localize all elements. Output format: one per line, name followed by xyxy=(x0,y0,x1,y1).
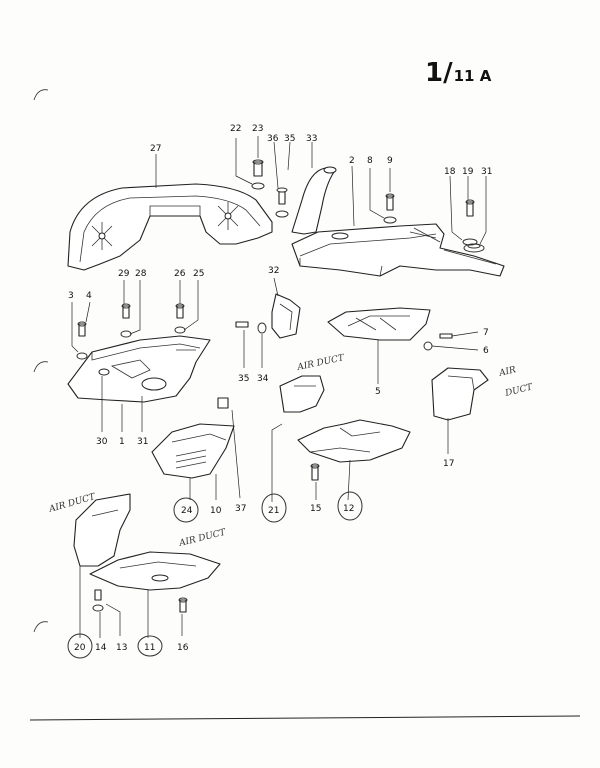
part-5-cylinder-cover xyxy=(327,307,453,351)
callout-11: 11 xyxy=(144,643,155,653)
bottom-rule xyxy=(29,715,581,721)
note-air-duct-right-2: DUCT xyxy=(503,382,534,399)
callout-1: 1 xyxy=(119,437,125,447)
callout-29: 29 xyxy=(118,269,130,279)
part-12-deflector xyxy=(297,419,411,463)
page-number-suffix: 11 A xyxy=(453,67,492,85)
part-1-cover-plate xyxy=(67,335,211,403)
callout-17: 17 xyxy=(443,459,454,469)
callout-5: 5 xyxy=(375,387,381,397)
callout-13: 13 xyxy=(116,643,127,653)
part-34-35-screw xyxy=(235,321,267,334)
page-number: 1/11 A xyxy=(425,58,491,88)
part-11-lower-plate xyxy=(89,551,221,591)
callout-21: 21 xyxy=(268,506,279,516)
callout-36: 36 xyxy=(267,134,279,144)
callout-27: 27 xyxy=(150,144,161,154)
callout-16: 16 xyxy=(177,643,189,653)
callout-25: 25 xyxy=(193,269,204,279)
callout-12: 12 xyxy=(343,504,354,514)
callout-31-top: 31 xyxy=(481,167,492,177)
fasteners-top xyxy=(251,159,485,253)
punch-hole-middle xyxy=(33,361,49,373)
punch-hole-top xyxy=(33,89,49,101)
callout-10: 10 xyxy=(210,506,222,516)
part-17-air-duct xyxy=(431,367,489,421)
part-33-elbow-duct xyxy=(291,166,337,235)
callout-23: 23 xyxy=(252,124,263,134)
callout-8: 8 xyxy=(367,156,373,166)
part-10-24-heater-box xyxy=(151,397,235,479)
callout-35-mid: 35 xyxy=(238,374,249,384)
callout-3: 3 xyxy=(68,291,74,301)
callout-7: 7 xyxy=(483,328,489,338)
callout-numbers: 27 22 23 36 35 33 2 8 9 18 19 31 3 4 29 … xyxy=(68,124,492,653)
callout-28: 28 xyxy=(135,269,147,279)
callout-14: 14 xyxy=(95,643,107,653)
part-2-cover-plate xyxy=(291,223,505,277)
callout-6: 6 xyxy=(483,346,489,356)
note-air-duct-center: AIR DUCT xyxy=(296,353,346,373)
part-15-screw xyxy=(310,463,320,481)
callout-34: 34 xyxy=(257,374,269,384)
fasteners-bottom xyxy=(92,589,188,613)
part-32-bracket xyxy=(271,293,301,339)
callout-26: 26 xyxy=(174,269,186,279)
callout-35: 35 xyxy=(284,134,295,144)
fasteners-left-middle xyxy=(76,303,186,360)
callout-circles xyxy=(67,491,363,659)
callout-30: 30 xyxy=(96,437,108,447)
callout-33: 33 xyxy=(306,134,317,144)
callout-2: 2 xyxy=(349,156,355,166)
leader-lines xyxy=(71,136,487,638)
callout-31-left: 31 xyxy=(137,437,148,447)
note-air-duct-center-low: AIR DUCT xyxy=(177,528,227,550)
note-air-duct-right-1: AIR xyxy=(497,365,517,379)
part-27-shroud xyxy=(67,183,273,271)
callout-9: 9 xyxy=(387,156,393,166)
part-20-air-duct xyxy=(73,493,131,567)
punch-hole-bottom xyxy=(33,621,49,633)
callout-24: 24 xyxy=(181,506,193,516)
callout-20: 20 xyxy=(74,643,86,653)
callout-15: 15 xyxy=(310,504,321,514)
callout-18: 18 xyxy=(444,167,456,177)
page-number-main: 1/ xyxy=(425,58,453,88)
callout-37: 37 xyxy=(235,504,246,514)
callout-22: 22 xyxy=(230,124,241,134)
callout-19: 19 xyxy=(462,167,474,177)
part-21-air-duct xyxy=(279,375,325,413)
callout-32: 32 xyxy=(268,266,279,276)
callout-4: 4 xyxy=(86,291,92,301)
